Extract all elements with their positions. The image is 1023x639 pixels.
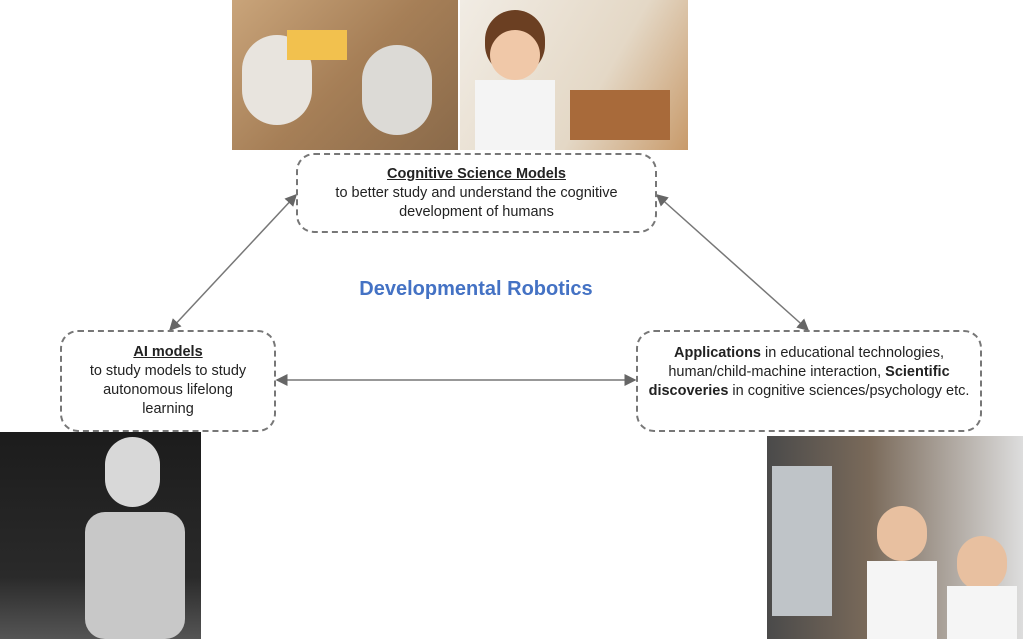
applications-box: Applications in educational technologies… — [636, 330, 982, 432]
cognitive-heading: Cognitive Science Models — [387, 165, 566, 182]
applications-bold: Applications — [673, 345, 761, 361]
photo-children-computer — [767, 436, 1023, 639]
cognitive-text: to better study and understand the cogni… — [335, 184, 618, 220]
ai-text: to study models to study autonomous life… — [89, 363, 247, 417]
arrow-cognitive-applications — [655, 194, 810, 331]
scientific-text: in cognitive sciences/psychology etc. — [728, 383, 970, 399]
scientific-bold: Scientific discoveries — [648, 364, 950, 399]
arrow-cognitive-ai — [168, 193, 298, 332]
diagram-title: Developmental Robotics — [359, 278, 593, 300]
cognitive-science-box: Cognitive Science Models to better study… — [296, 153, 657, 233]
photo-robot-thinking — [0, 432, 201, 639]
photo-children-reading — [232, 0, 458, 150]
ai-heading: AI models — [133, 344, 203, 360]
photo-child-playing — [460, 0, 688, 150]
applications-text: in educational technologies, human/child… — [668, 345, 944, 380]
ai-models-box: AI models to study models to study auton… — [60, 330, 276, 432]
